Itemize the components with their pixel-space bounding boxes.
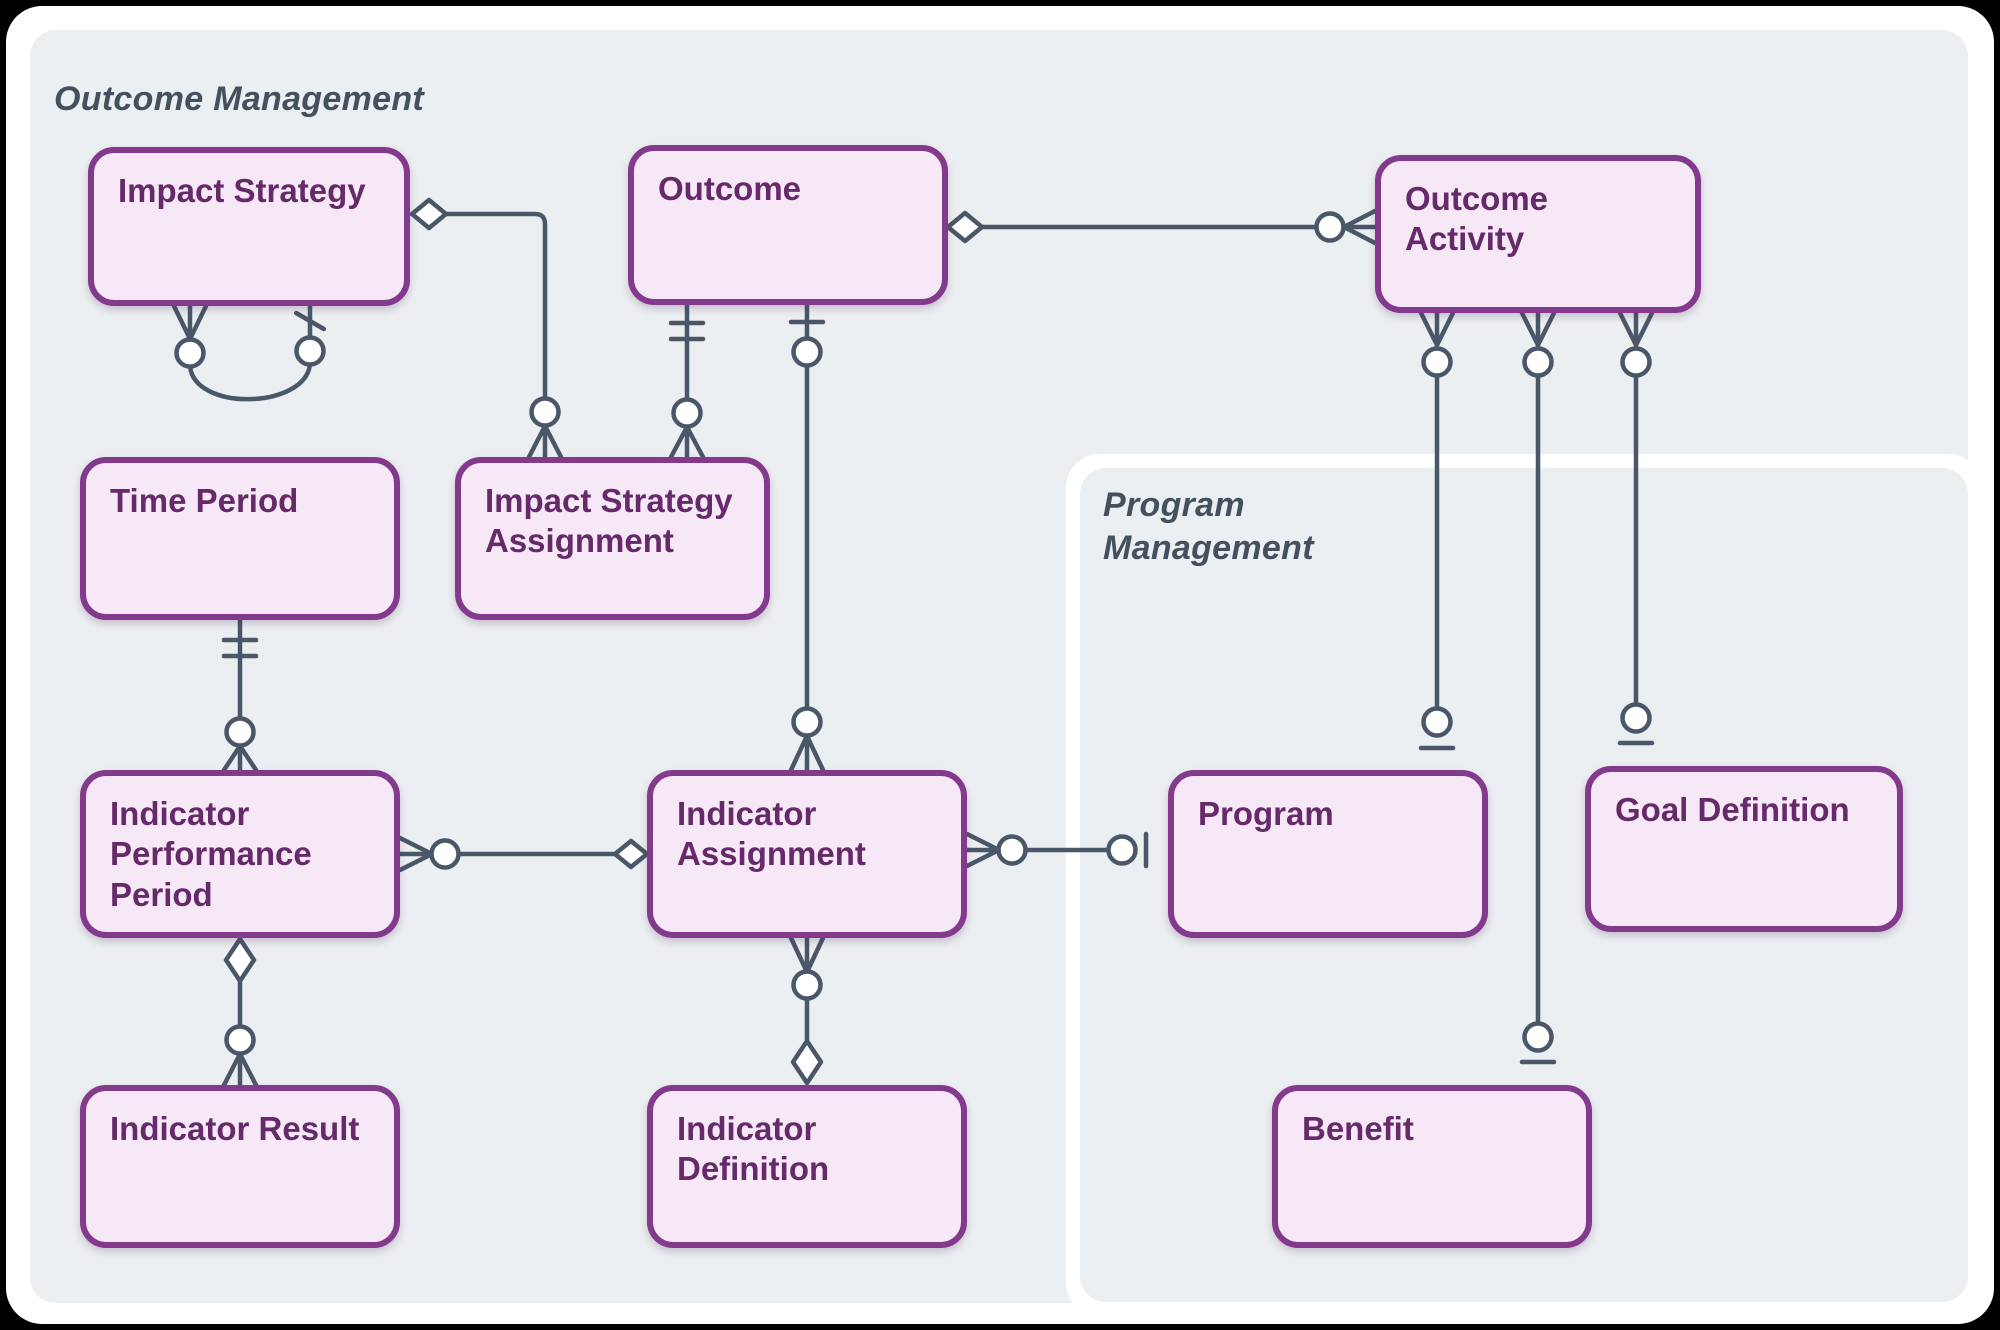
entity-time-period-label: Time Period bbox=[110, 482, 299, 519]
entity-goal-definition-label: Goal Definition bbox=[1615, 791, 1850, 828]
panel-program-management-label: Program Management bbox=[1103, 486, 1314, 567]
entity-indicator-definition-label: Indicator Definition bbox=[677, 1110, 830, 1188]
entity-goal-definition: Goal Definition bbox=[1585, 766, 1903, 932]
entity-impact-strategy-assignment: Impact Strategy Assignment bbox=[455, 457, 770, 620]
entity-indicator-definition: Indicator Definition bbox=[647, 1085, 967, 1248]
entity-indicator-result-label: Indicator Result bbox=[110, 1110, 360, 1147]
entity-outcome-activity-label: Outcome Activity bbox=[1405, 180, 1549, 258]
entity-impact-strategy-label: Impact Strategy bbox=[118, 172, 366, 209]
panel-outcome-management-label: Outcome Management bbox=[54, 80, 425, 118]
entity-program-label: Program bbox=[1198, 795, 1334, 832]
entity-benefit-label: Benefit bbox=[1302, 1110, 1414, 1147]
entity-benefit: Benefit bbox=[1272, 1085, 1592, 1248]
entity-impact-strategy: Impact Strategy bbox=[88, 147, 410, 306]
entity-outcome: Outcome bbox=[628, 145, 948, 305]
entity-indicator-assignment: Indicator Assignment bbox=[647, 770, 967, 938]
entity-impact-strategy-assignment-label: Impact Strategy Assignment bbox=[485, 482, 733, 560]
entity-outcome-label: Outcome bbox=[658, 170, 802, 207]
entity-indicator-assignment-label: Indicator Assignment bbox=[677, 795, 866, 873]
entity-indicator-performance-period-label: Indicator Performance Period bbox=[110, 795, 312, 913]
entity-indicator-performance-period: Indicator Performance Period bbox=[80, 770, 400, 938]
entity-indicator-result: Indicator Result bbox=[80, 1085, 400, 1248]
entity-time-period: Time Period bbox=[80, 457, 400, 620]
entity-program: Program bbox=[1168, 770, 1488, 938]
entity-outcome-activity: Outcome Activity bbox=[1375, 155, 1701, 313]
